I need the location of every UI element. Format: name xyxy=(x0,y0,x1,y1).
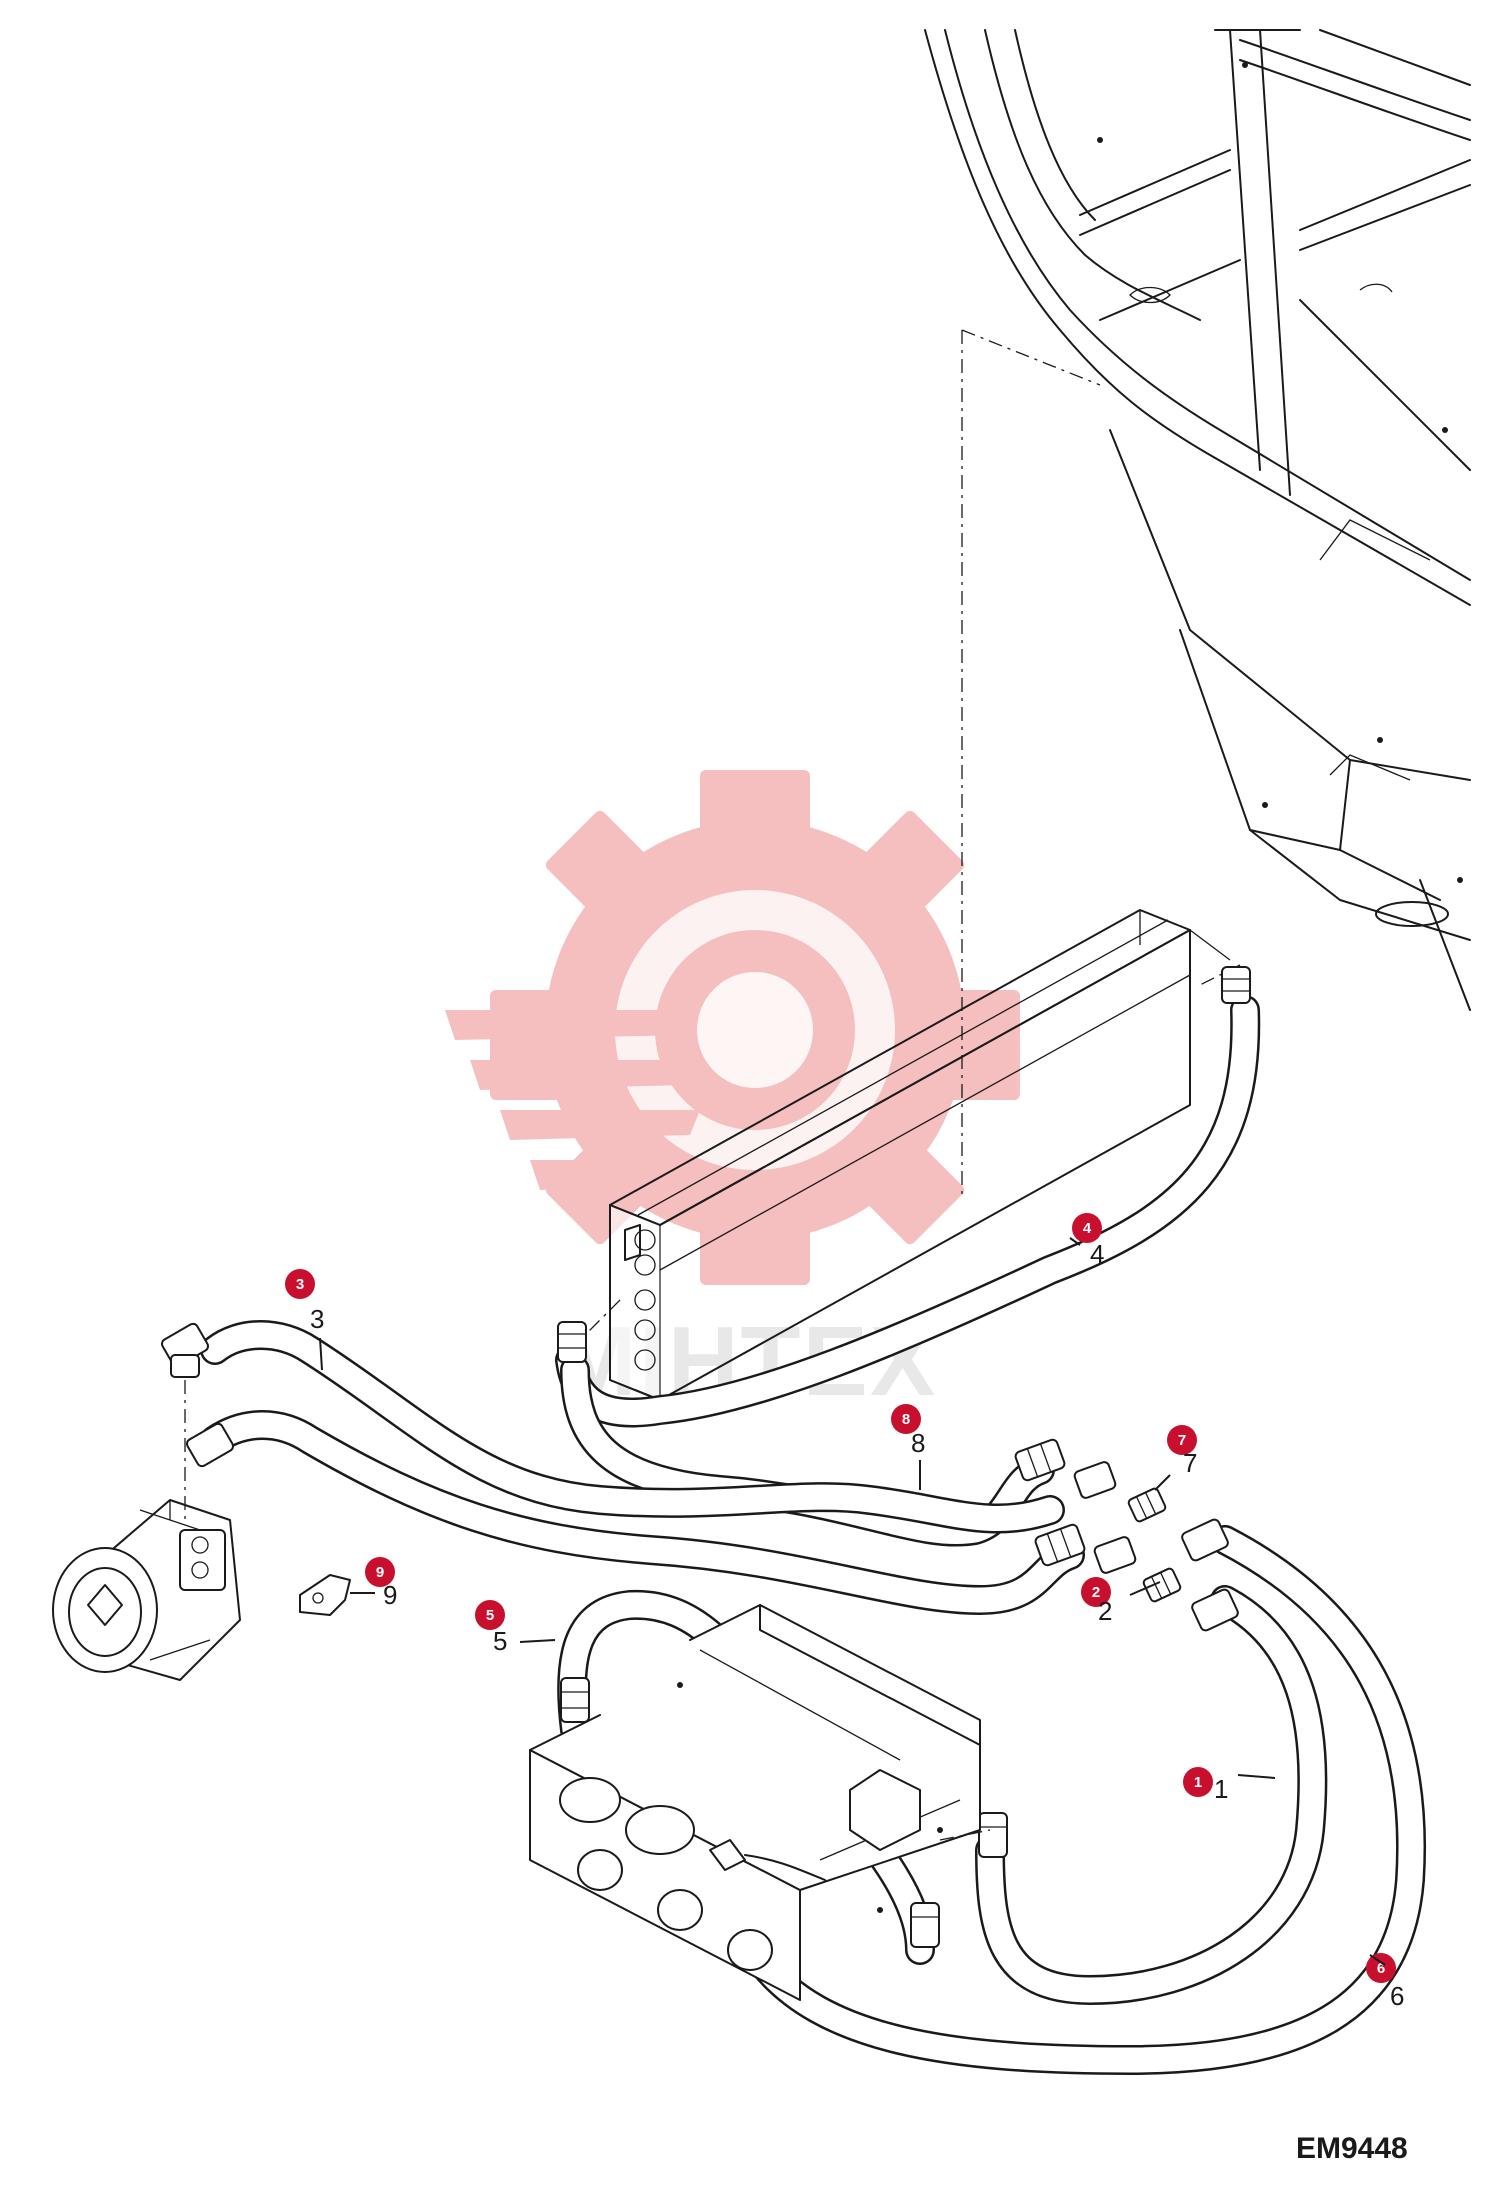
svg-text:1: 1 xyxy=(1194,1774,1202,1791)
label-part-6: 6 xyxy=(1390,1981,1404,2011)
callout-part-8[interactable]: 8 8 xyxy=(891,1404,925,1490)
hose-1 xyxy=(975,1585,1328,2005)
svg-text:9: 9 xyxy=(376,1564,384,1581)
label-part-9: 9 xyxy=(383,1580,397,1610)
svg-text:7: 7 xyxy=(1178,1432,1186,1449)
label-part-2: 2 xyxy=(1098,1596,1112,1626)
callout-part-9[interactable]: 9 9 xyxy=(350,1557,397,1610)
cab-frame xyxy=(924,29,1471,1011)
hose-3-upper xyxy=(200,1320,1065,1534)
hose-4 xyxy=(555,995,1261,1428)
svg-text:8: 8 xyxy=(902,1411,910,1428)
svg-text:6: 6 xyxy=(1377,1960,1385,1977)
diagram-code: EM9448 xyxy=(1296,2132,1408,2165)
callout-part-3[interactable]: 3 3 xyxy=(285,1269,324,1371)
callout-part-5[interactable]: 5 5 xyxy=(475,1600,556,1656)
hose-6 xyxy=(745,1525,1426,2075)
callout-part-2[interactable]: 2 2 xyxy=(1081,1577,1161,1626)
svg-text:2: 2 xyxy=(1092,1584,1100,1601)
alignment-line xyxy=(961,329,1101,1200)
hose-3-lower xyxy=(200,1410,1085,1615)
label-part-7: 7 xyxy=(1183,1448,1197,1478)
svg-text:3: 3 xyxy=(296,1276,304,1293)
bracket xyxy=(299,1574,351,1616)
label-part-8: 8 xyxy=(911,1428,925,1458)
svg-text:4: 4 xyxy=(1083,1220,1092,1237)
callout-part-7[interactable]: 7 7 xyxy=(1154,1425,1197,1491)
callout-part-4[interactable]: 4 4 xyxy=(1069,1213,1104,1269)
callout-part-1[interactable]: 1 1 xyxy=(1183,1767,1276,1804)
label-part-1: 1 xyxy=(1214,1774,1228,1804)
svg-text:5: 5 xyxy=(486,1607,494,1624)
compressor xyxy=(52,1380,241,1681)
evaporator-core xyxy=(579,909,1241,1401)
callout-part-6[interactable]: 6 6 xyxy=(1366,1953,1404,2011)
watermark-logo: MIHTEX xyxy=(445,770,1020,1416)
label-part-4: 4 xyxy=(1090,1239,1104,1269)
heater-unit xyxy=(529,1604,991,2001)
label-part-5: 5 xyxy=(493,1626,507,1656)
label-part-3: 3 xyxy=(310,1304,324,1334)
